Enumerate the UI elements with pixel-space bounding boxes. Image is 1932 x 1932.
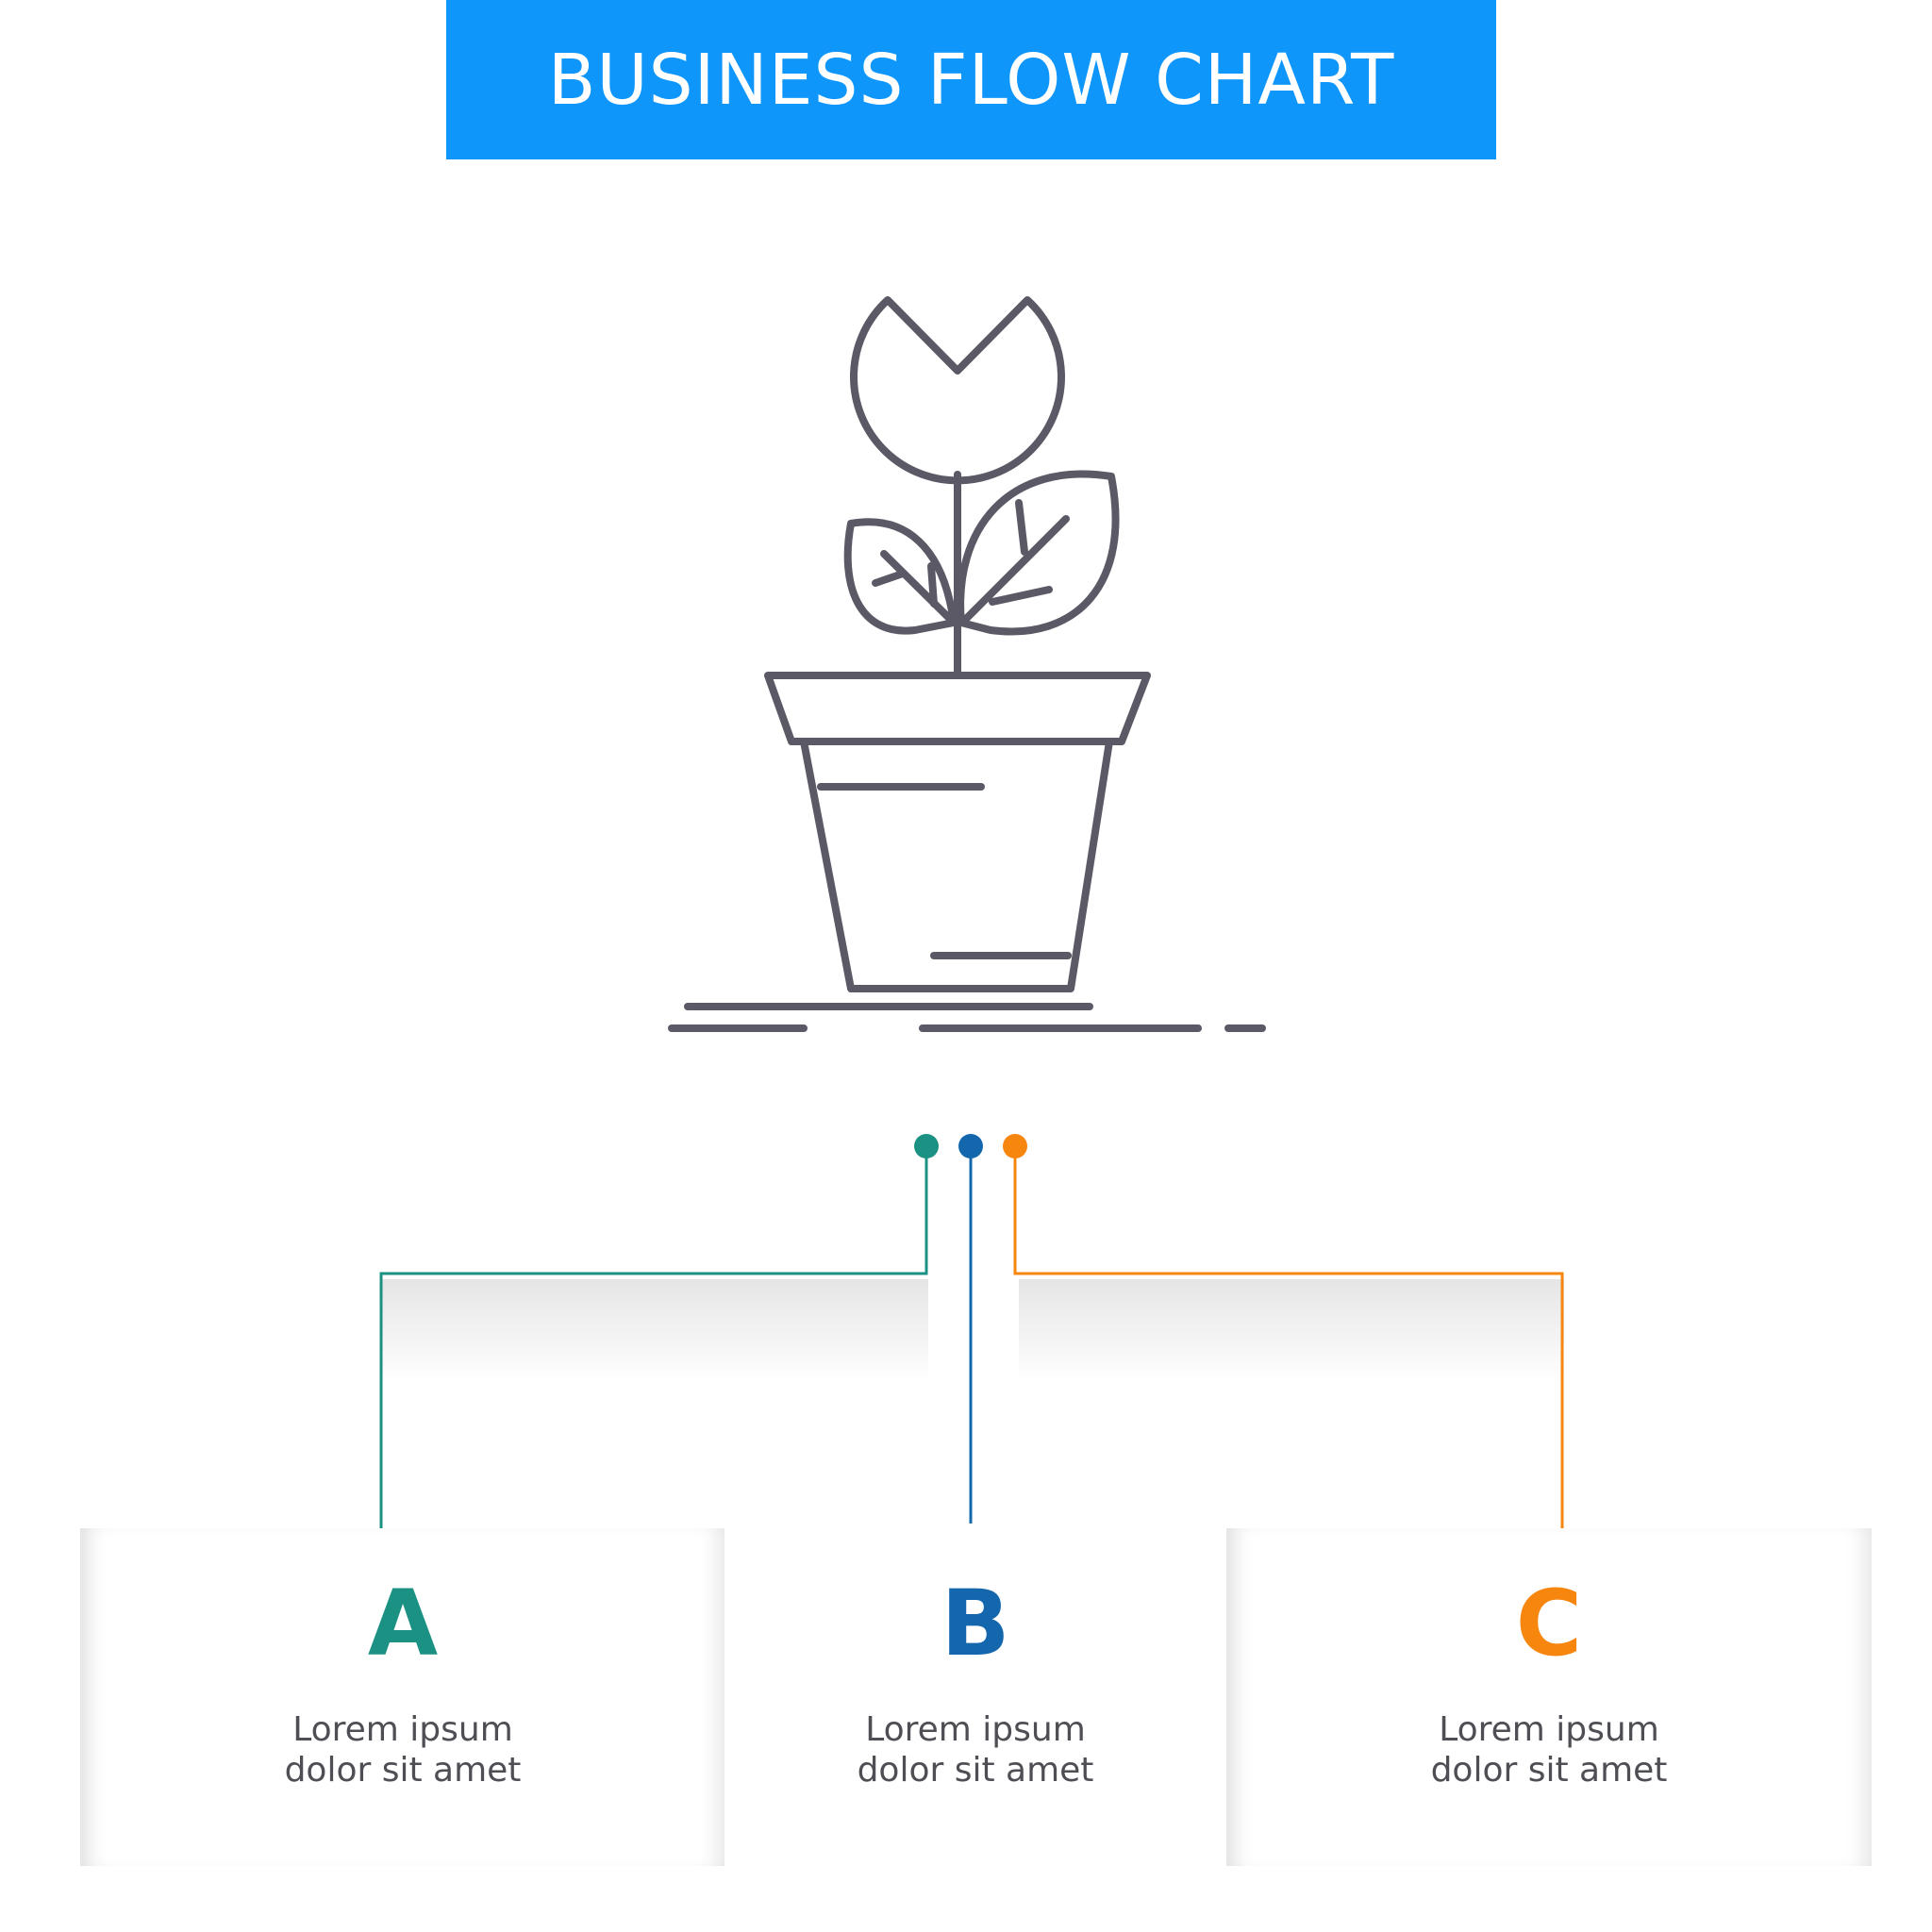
left-leaf-vein-branch-2 (927, 562, 938, 608)
step-b-line2: dolor sit amet (857, 1751, 1094, 1790)
step-a-description: Lorem ipsum dolor sit amet (80, 1709, 725, 1790)
right-leaf (957, 470, 1120, 636)
connector-c (1013, 1146, 1564, 1543)
step-c-letter: C (1515, 1571, 1583, 1676)
pot-body (800, 738, 1113, 992)
step-b-description: Lorem ipsum dolor sit amet (724, 1709, 1226, 1790)
left-leaf-vein-branch-1 (872, 570, 907, 587)
step-a-line2: dolor sit amet (284, 1751, 522, 1790)
dot-c (1003, 1134, 1027, 1158)
dot-b (958, 1134, 983, 1158)
potted-plant-icon (668, 296, 1266, 1032)
step-c-description: Lorem ipsum dolor sit amet (1226, 1709, 1872, 1790)
step-c-line2: dolor sit amet (1430, 1751, 1668, 1790)
step-b-letter: B (941, 1571, 1010, 1676)
dot-a (914, 1134, 939, 1158)
left-leaf-vein (880, 550, 958, 626)
step-a-line1: Lorem ipsum (292, 1710, 513, 1749)
page-title: BUSINESS FLOW CHART (547, 39, 1395, 121)
step-c-line1: Lorem ipsum (1439, 1710, 1659, 1749)
right-leaf-vein-branch-2 (989, 586, 1053, 606)
step-c-panel: C Lorem ipsum dolor sit amet (1226, 1528, 1872, 1866)
left-leaf (843, 518, 958, 635)
connector-a (379, 1146, 928, 1543)
flower-head (850, 296, 1065, 485)
step-a-panel: A Lorem ipsum dolor sit amet (80, 1528, 725, 1866)
title-banner: BUSINESS FLOW CHART (446, 0, 1496, 159)
step-b-panel: B Lorem ipsum dolor sit amet (724, 1528, 1226, 1866)
right-leaf-vein-branch-1 (1015, 499, 1028, 556)
right-leaf-vein (963, 515, 1070, 622)
connector-shadow-right (1019, 1279, 1564, 1383)
connector-shadow-left (381, 1279, 928, 1383)
step-b-line1: Lorem ipsum (865, 1710, 1086, 1749)
pot-rim (764, 672, 1151, 745)
step-a-letter: A (367, 1571, 439, 1676)
